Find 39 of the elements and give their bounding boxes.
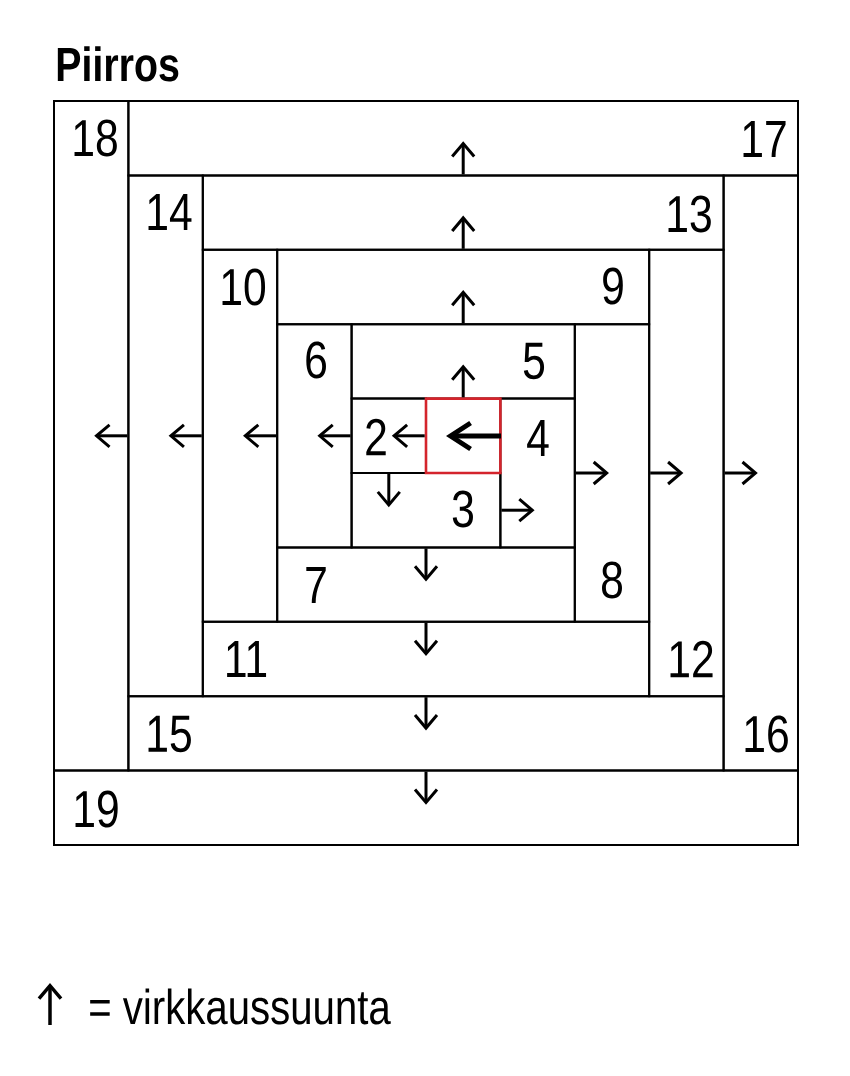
arrow: [413, 697, 439, 731]
arrow: [451, 290, 476, 324]
numbered-block: 8: [573, 323, 651, 623]
numbered-block: 7: [276, 546, 576, 623]
numbered-block: 18: [53, 100, 130, 772]
arrow: [451, 215, 476, 249]
center-square: [424, 397, 502, 475]
numbered-block: 3: [350, 472, 502, 549]
numbered-block: 9: [276, 248, 651, 326]
numbered-block: 17: [127, 100, 799, 177]
arrow: [501, 498, 535, 523]
numbered-block: 12: [648, 248, 725, 698]
arrow: [413, 622, 439, 656]
numbered-block: 15: [127, 695, 725, 772]
arrow: [451, 141, 476, 175]
arrow: [168, 423, 202, 448]
arrow: [376, 474, 401, 508]
numbered-block: 2: [350, 397, 427, 474]
arrow: [317, 423, 351, 448]
arrow: [451, 364, 476, 398]
numbered-block: 10: [201, 248, 279, 623]
numbered-block: 11: [201, 620, 651, 698]
numbered-block: 16: [722, 174, 799, 772]
arrow: [724, 460, 758, 486]
arrow: [243, 423, 277, 448]
arrow: [413, 548, 439, 582]
arrow: [650, 460, 684, 486]
numbered-block: 5: [350, 323, 576, 400]
numbered-block: 14: [127, 174, 204, 698]
arrow: [575, 460, 609, 486]
arrow: [94, 423, 128, 448]
arrow: [391, 423, 425, 448]
arrow: [413, 771, 439, 805]
numbered-block: 6: [276, 323, 353, 549]
numbered-block: 13: [201, 174, 725, 251]
numbered-block: 19: [53, 769, 799, 846]
title: Piirros: [57, 46, 179, 82]
legend-text: = virkkaussuunta: [90, 988, 391, 1025]
numbered-block: 4: [499, 397, 576, 549]
